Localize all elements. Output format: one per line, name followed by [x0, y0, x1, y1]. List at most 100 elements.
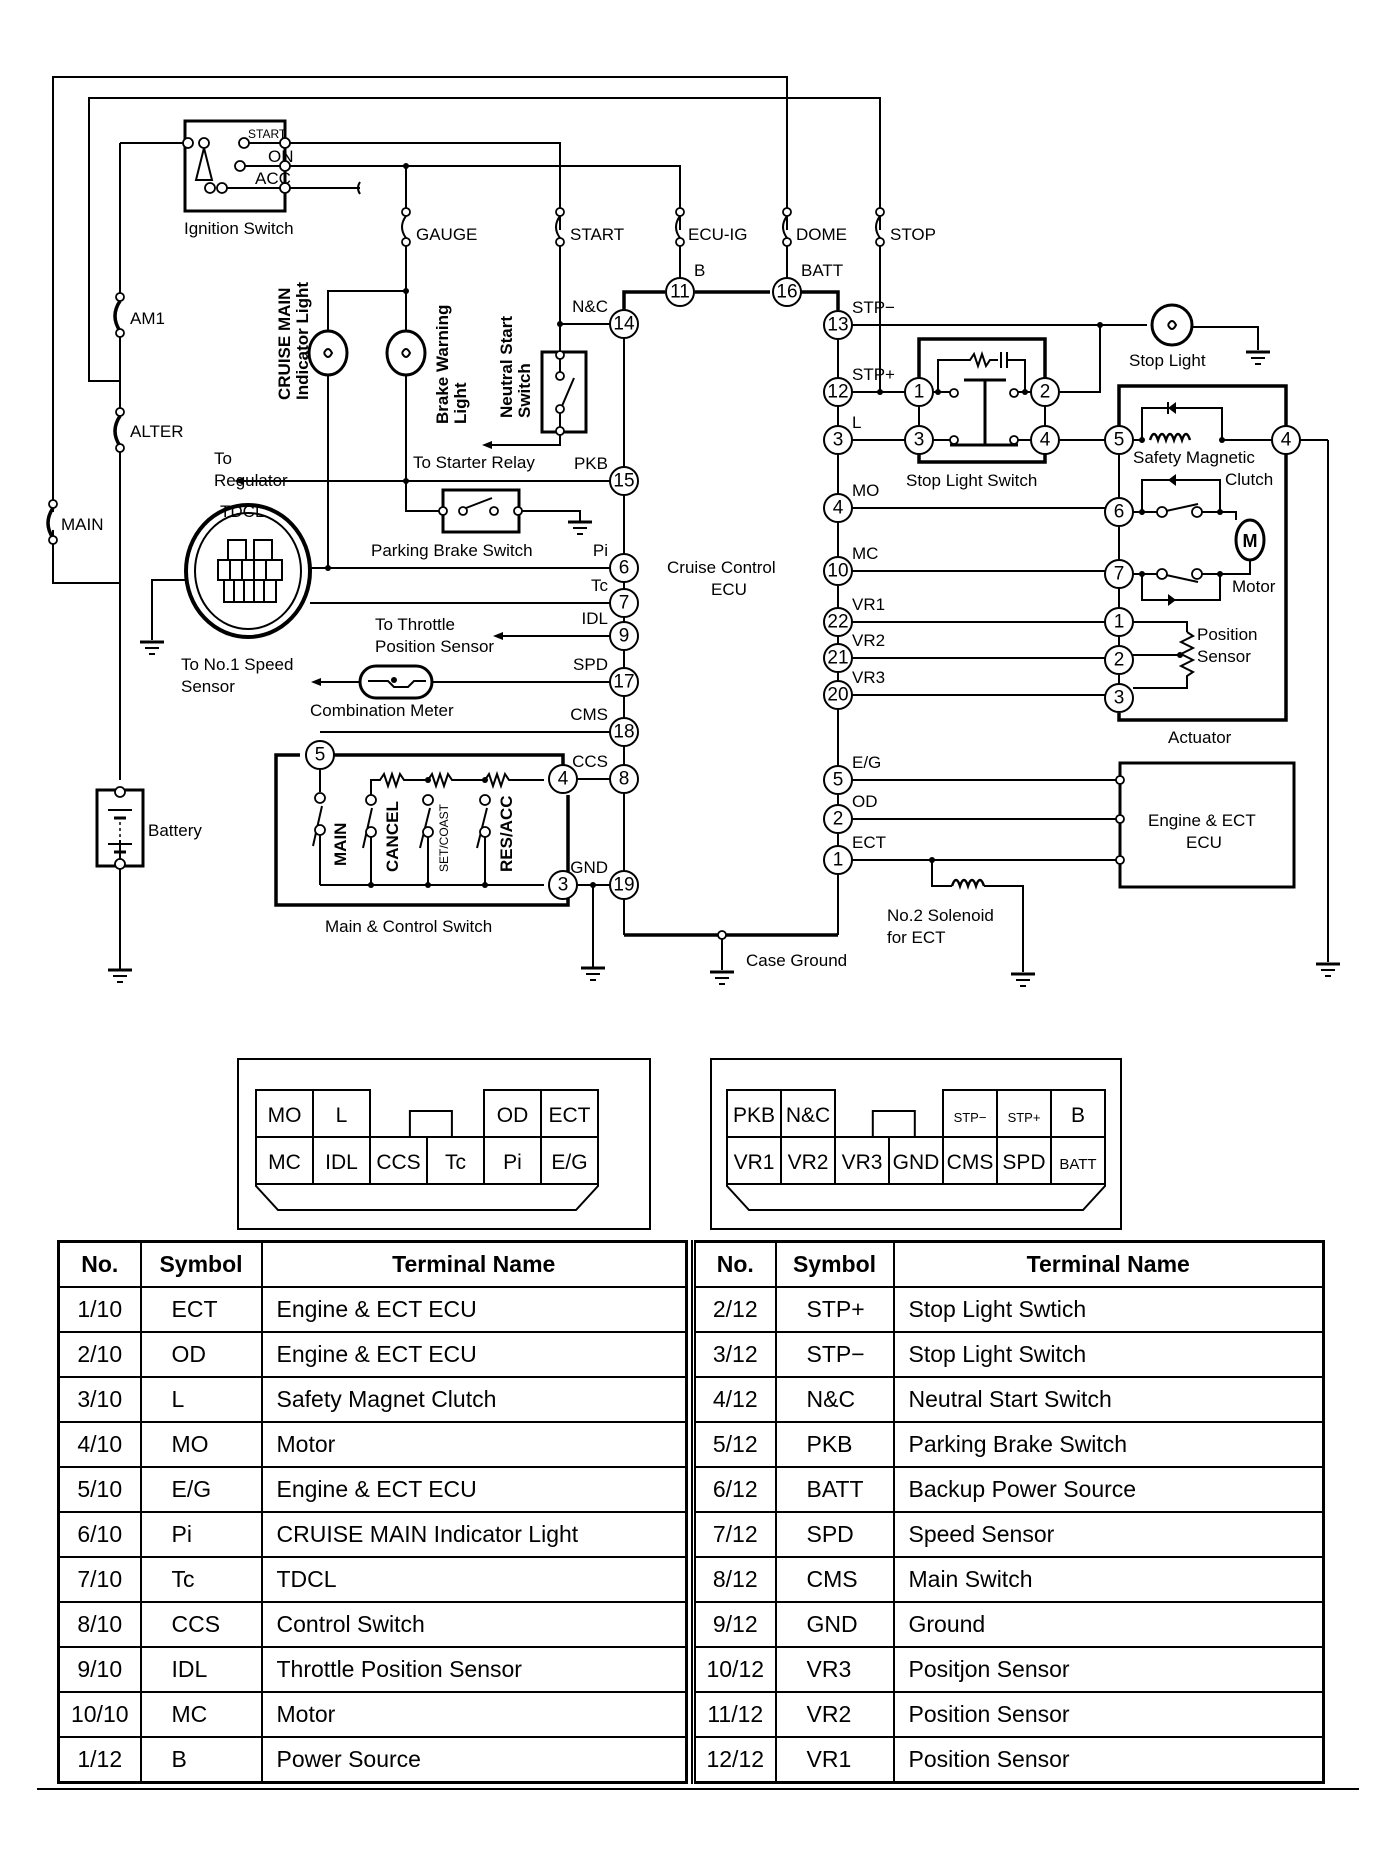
ecu-pin-18 [609, 717, 639, 747]
connector-pin-label: MO [268, 1104, 302, 1127]
connector-pin-label: L [336, 1104, 348, 1127]
fuses: AM1 ALTER MAIN GAUGE START ECU-IG [46, 77, 936, 545]
cell-number: 6/10 [57, 1511, 142, 1558]
connector-pin-label: VR3 [842, 1151, 883, 1174]
solenoid-coil-icon [950, 878, 986, 890]
connector-pin-label: BATT [1059, 1156, 1096, 1173]
ecu-pin-signal: VR3 [852, 668, 885, 687]
solenoid-label-1: No.2 Solenoid [887, 906, 994, 925]
ecu-pin-number: 11 [670, 282, 690, 303]
solenoid-label-2: for ECT [887, 928, 946, 947]
cell-number: 9/10 [57, 1646, 142, 1693]
battery: Battery [95, 786, 202, 984]
wiring-diagram: START ON ACC Ignition Switch AM1 ALTER M… [46, 76, 1342, 988]
cell-symbol: STP− [774, 1331, 895, 1378]
brake-warning-label-1: Brake Warning [433, 305, 452, 424]
ecu-pin-signal: E/G [852, 753, 881, 772]
ecu-label-1: Cruise Control [667, 558, 776, 577]
cell-terminal-name: Position Sensor [892, 1736, 1325, 1784]
ecu-pin-number: 7 [619, 593, 630, 614]
ecu-pin-number: 18 [613, 722, 634, 743]
cruise-main-lamp-icon [307, 329, 349, 377]
ecu-pin-number: 16 [776, 282, 797, 303]
header-no: No. [692, 1240, 777, 1288]
connector-pin-label: STP− [954, 1110, 987, 1125]
svg-text:MAIN: MAIN [61, 515, 104, 534]
ign-on-label: ON [268, 147, 294, 166]
combination-meter-label: Combination Meter [310, 701, 454, 720]
ecu-pin-number: 8 [619, 769, 630, 790]
ecu-pin-signal: IDL [582, 609, 608, 628]
connector-shroud [255, 1184, 599, 1211]
svg-text:4: 4 [1281, 430, 1292, 451]
svg-text:GAUGE: GAUGE [416, 225, 477, 244]
position-sensor-label-1: Position [1197, 625, 1257, 644]
svg-text:3: 3 [914, 430, 925, 451]
table-header-row: No. Symbol Terminal Name [692, 1240, 1325, 1288]
cruise-main-label-1: CRUISE MAIN [275, 288, 294, 400]
cell-number: 4/10 [57, 1421, 142, 1468]
ecu-pin-signal: B [694, 261, 705, 280]
connector-pin-label: Pi [503, 1151, 522, 1174]
connector-pin-label: N&C [786, 1104, 830, 1127]
ecu-pin-9 [609, 621, 639, 651]
connector-pin-label: STP+ [1008, 1110, 1041, 1125]
cell-terminal-name: Engine & ECT ECU [260, 1331, 688, 1378]
cell-terminal-name: Backup Power Source [892, 1466, 1325, 1513]
cell-terminal-name: TDCL [260, 1556, 688, 1603]
position-sensor-label-2: Sensor [1197, 647, 1251, 666]
ecu-pin-signal: OD [852, 792, 878, 811]
svg-text:7: 7 [1114, 564, 1125, 585]
brake-warning-label-2: Light [451, 382, 470, 424]
svg-text:5: 5 [1114, 430, 1125, 451]
header-symbol: Symbol [139, 1240, 263, 1288]
header-no: No. [57, 1240, 142, 1288]
cell-number: 6/12 [692, 1466, 777, 1513]
connector-key-icon [871, 1110, 916, 1137]
stop-light-switch-terminals: 1 2 3 4 [904, 377, 1060, 455]
svg-text:ALTER: ALTER [130, 422, 184, 441]
sensor-leads: To Throttle Position Sensor To No.1 Spee… [181, 615, 610, 720]
cell-number: 7/10 [57, 1556, 142, 1603]
ecu-pin-17 [609, 667, 639, 697]
svg-text:3: 3 [558, 875, 569, 896]
parking-brake-circuit: To Regulator Parking Brake Switch [214, 449, 610, 560]
ecu-pin-signal: N&C [572, 297, 608, 316]
svg-text:STOP: STOP [890, 225, 936, 244]
engine-ecu-label-1: Engine & ECT [1148, 811, 1256, 830]
svg-text:5: 5 [315, 745, 326, 766]
header-terminal-name: Terminal Name [260, 1240, 688, 1288]
ecu-pin-number: 19 [613, 875, 634, 896]
cell-symbol: VR2 [774, 1691, 895, 1738]
connector-pin-label: VR1 [734, 1151, 775, 1174]
cell-symbol: BATT [774, 1466, 895, 1513]
cell-terminal-name: Engine & ECT ECU [260, 1286, 688, 1333]
cell-symbol: N&C [774, 1376, 895, 1423]
ecu-pin-14 [609, 309, 639, 339]
connector-pin-label: Tc [445, 1151, 466, 1174]
fuse-stop: STOP [875, 98, 936, 247]
ecu-pin-number: 2 [833, 809, 844, 830]
svg-text:AM1: AM1 [130, 309, 165, 328]
cell-terminal-name: Throttle Position Sensor [260, 1646, 688, 1693]
fuse-ecu-ig: ECU-IG [675, 166, 748, 247]
brake-warning-lamp-icon [385, 329, 427, 377]
motor-label: Motor [1232, 577, 1276, 596]
mcs-terminal-5 [305, 740, 335, 770]
cell-number: 8/10 [57, 1601, 142, 1648]
connector-cell [540, 1136, 599, 1185]
cell-number: 3/12 [692, 1331, 777, 1378]
battery-label: Battery [148, 821, 202, 840]
